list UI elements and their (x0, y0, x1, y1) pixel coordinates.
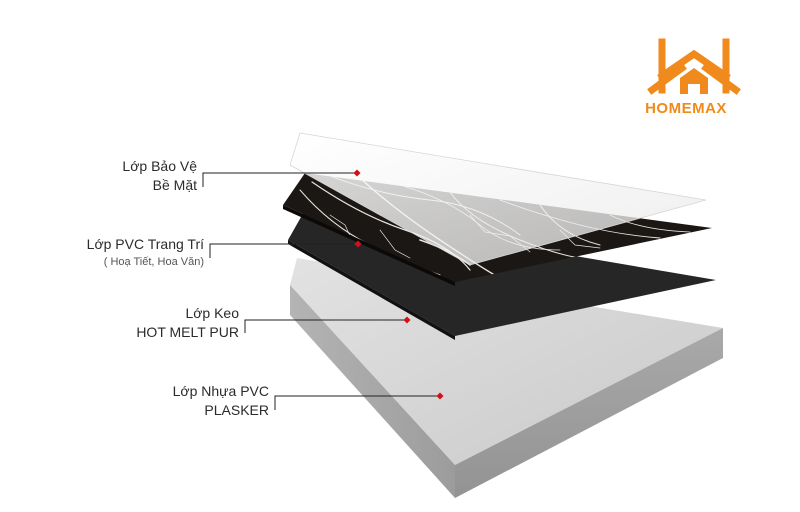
protective-face (289, 132, 707, 266)
label-protective-layer: Lớp Bảo Vệ Bề Mặt (122, 157, 197, 195)
core-side-face (455, 328, 723, 498)
marble-edge (283, 205, 455, 286)
leader-line-decorative (209, 243, 358, 258)
leader-line-protective (202, 172, 357, 187)
label-protective-line1: Lớp Bảo Vệ (122, 158, 197, 174)
core-layer (290, 258, 723, 498)
label-core-line1: Lớp Nhựa PVC (172, 383, 269, 399)
marker-protective (353, 169, 361, 177)
marker-core (436, 392, 444, 400)
protective-layer (289, 132, 707, 266)
label-core-line2: PLASKER (204, 402, 269, 418)
label-glue-line1: Lớp Keo (185, 305, 239, 321)
label-protective-line2: Bề Mặt (152, 177, 197, 193)
label-core-layer: Lớp Nhựa PVC PLASKER (173, 382, 269, 420)
homemax-logo-icon (647, 38, 741, 95)
glue-edge (288, 240, 455, 340)
marker-glue (403, 316, 411, 324)
label-decorative-layer: Lớp PVC Trang Trí ( Hoạ Tiết, Hoa Văn) (87, 235, 204, 270)
core-front-face (290, 285, 455, 498)
leader-lines (202, 172, 440, 410)
leader-line-core (274, 395, 440, 410)
label-decorative-line2: ( Hoạ Tiết, Hoa Văn) (103, 256, 204, 268)
markers (353, 169, 444, 400)
brand-name: HOMEMAX (645, 100, 727, 117)
label-glue-line2: HOT MELT PUR (136, 324, 239, 340)
label-decorative-line1: Lớp PVC Trang Trí (86, 236, 204, 252)
label-glue-layer: Lớp Keo HOT MELT PUR (136, 304, 239, 342)
marker-decorative (354, 240, 362, 248)
core-top-face (290, 258, 723, 465)
leader-line-glue (244, 319, 407, 333)
